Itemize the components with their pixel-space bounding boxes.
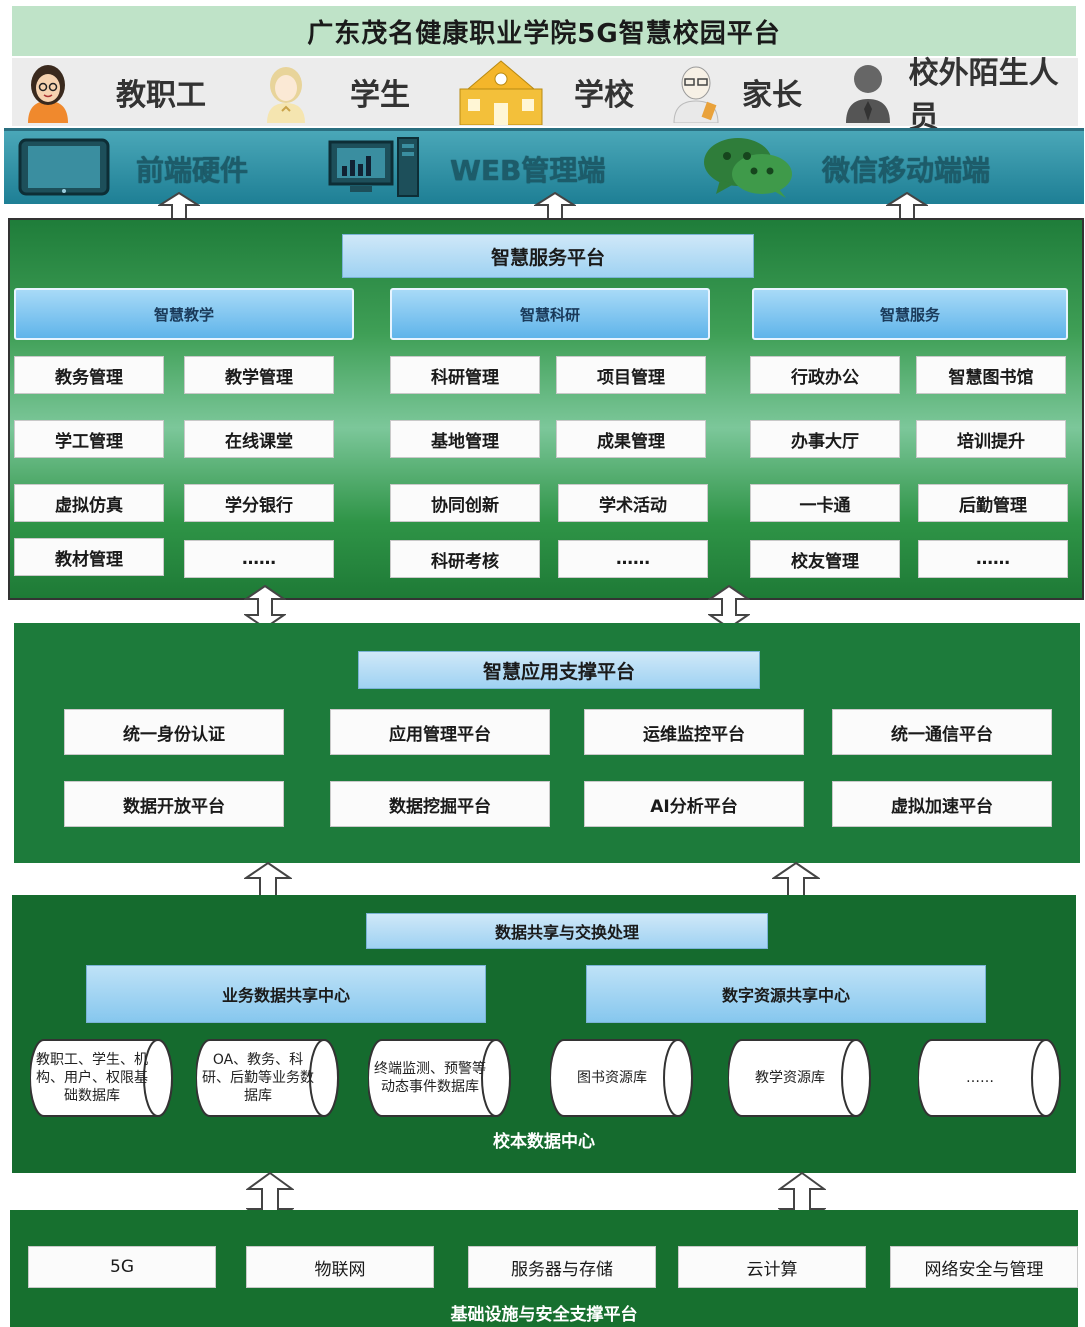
tablet-icon	[18, 138, 110, 200]
user-parent: 家长	[668, 58, 802, 126]
support-box: 统一通信平台	[832, 709, 1052, 755]
group-header-teaching: 智慧教学	[14, 288, 354, 340]
stranger-icon	[842, 61, 895, 123]
user-staff: 教职工	[20, 58, 206, 126]
support-box: 统一身份认证	[64, 709, 284, 755]
database-label: ……	[966, 1070, 994, 1086]
module-box: 虚拟仿真	[14, 484, 164, 522]
group-header-research: 智慧科研	[390, 288, 710, 340]
module-box: 项目管理	[556, 356, 706, 394]
module-box: 学术活动	[558, 484, 708, 522]
database-label: 图书资源库	[577, 1070, 647, 1086]
module-box: 教材管理	[14, 538, 164, 576]
infrastructure-caption: 基础设施与安全支撑平台	[450, 1305, 638, 1325]
terminal-wechat-mobile: 微信移动端端	[700, 131, 990, 207]
wechat-icon	[700, 136, 796, 202]
user-label: 家长	[742, 78, 802, 113]
module-box: 在线课堂	[184, 420, 334, 458]
smart-service-platform-layer: 智慧服务平台 智慧教学 智慧科研 智慧服务 教务管理 教学管理 学工管理 在线课…	[8, 218, 1084, 600]
support-box: 运维监控平台	[584, 709, 804, 755]
group-header-service: 智慧服务	[752, 288, 1068, 340]
terminal-label: WEB管理端	[450, 154, 606, 187]
terminal-label: 前端硬件	[136, 154, 249, 187]
user-roles-row: 教职工 学生 学校	[12, 56, 1078, 135]
terminal-web-admin: WEB管理端	[328, 131, 605, 207]
infrastructure-layer: 5G 物联网 服务器与存储 云计算 网络安全与管理 基础设施与安全支撑平台	[10, 1210, 1078, 1327]
module-box: 科研管理	[390, 356, 540, 394]
data-center-caption: 校本数据中心	[493, 1132, 595, 1152]
database-cylinder: 图书资源库	[550, 1039, 696, 1117]
school-building-icon	[458, 60, 544, 125]
terminal-front-hardware: 前端硬件	[18, 131, 248, 207]
module-box: 协同创新	[390, 484, 540, 522]
user-label: 校外陌生人员	[908, 56, 1059, 135]
database-label: 教学资源库	[755, 1070, 825, 1086]
module-box: ……	[184, 540, 334, 578]
database-cylinder: 教职工、学生、机构、用户、权限基础数据库	[30, 1039, 176, 1117]
support-box: 应用管理平台	[330, 709, 550, 755]
module-box: 学分银行	[184, 484, 334, 522]
user-label: 学校	[574, 78, 634, 113]
digital-resource-center-header: 数字资源共享中心	[586, 965, 986, 1023]
support-platform-title: 智慧应用支撑平台	[358, 651, 760, 689]
database-cylinder: OA、教务、科研、后勤等业务数据库	[196, 1039, 342, 1117]
support-box: 数据挖掘平台	[330, 781, 550, 827]
module-box: 基地管理	[390, 420, 540, 458]
module-box: 教学管理	[184, 356, 334, 394]
module-box: 行政办公	[750, 356, 900, 394]
database-cylinder: 教学资源库	[728, 1039, 874, 1117]
user-school: 学校	[458, 58, 634, 126]
module-box: 校友管理	[750, 540, 900, 578]
user-label: 学生	[350, 78, 410, 113]
data-center-layer: 数据共享与交换处理 业务数据共享中心 数字资源共享中心 教职工、学生、机构、用户…	[12, 895, 1076, 1173]
infra-box: 云计算	[678, 1246, 866, 1288]
terminal-label: 微信移动端端	[822, 154, 991, 187]
module-box: 后勤管理	[918, 484, 1068, 522]
module-box: 办事大厅	[750, 420, 900, 458]
app-support-platform-layer: 智慧应用支撑平台 统一身份认证 应用管理平台 运维监控平台 统一通信平台 数据开…	[14, 623, 1080, 863]
database-label: 终端监测、预警等动态事件数据库	[374, 1061, 486, 1095]
desktop-computer-icon	[328, 136, 420, 202]
module-box: 教务管理	[14, 356, 164, 394]
database-cylinder: 终端监测、预警等动态事件数据库	[368, 1039, 514, 1117]
module-box: ……	[918, 540, 1068, 578]
business-data-center-header: 业务数据共享中心	[86, 965, 486, 1023]
module-box: 学工管理	[14, 420, 164, 458]
module-box: ……	[558, 540, 708, 578]
support-box: 虚拟加速平台	[832, 781, 1052, 827]
module-box: 一卡通	[750, 484, 900, 522]
page-title: 广东茂名健康职业学院5G智慧校园平台	[12, 6, 1076, 56]
student-icon	[258, 61, 314, 123]
support-box: AI分析平台	[584, 781, 804, 827]
database-cylinder: ……	[918, 1039, 1064, 1117]
database-label: OA、教务、科研、后勤等业务数据库	[202, 1052, 314, 1104]
support-box: 数据开放平台	[64, 781, 284, 827]
module-box: 科研考核	[390, 540, 540, 578]
module-box: 成果管理	[556, 420, 706, 458]
service-platform-title: 智慧服务平台	[342, 234, 754, 278]
infra-box: 网络安全与管理	[890, 1246, 1078, 1288]
infra-box: 服务器与存储	[468, 1246, 656, 1288]
user-student: 学生	[258, 58, 410, 126]
infra-box: 5G	[28, 1246, 216, 1288]
user-stranger: 校外陌生人员	[842, 56, 1078, 135]
staff-icon	[20, 61, 76, 123]
parent-icon	[668, 61, 724, 123]
module-box: 智慧图书馆	[916, 356, 1066, 394]
terminal-access-bar: 前端硬件 WEB管理端	[4, 128, 1084, 204]
module-box: 培训提升	[916, 420, 1066, 458]
database-label: 教职工、学生、机构、用户、权限基础数据库	[36, 1052, 148, 1104]
infra-box: 物联网	[246, 1246, 434, 1288]
data-exchange-title: 数据共享与交换处理	[366, 913, 768, 949]
user-label: 教职工	[116, 78, 206, 113]
